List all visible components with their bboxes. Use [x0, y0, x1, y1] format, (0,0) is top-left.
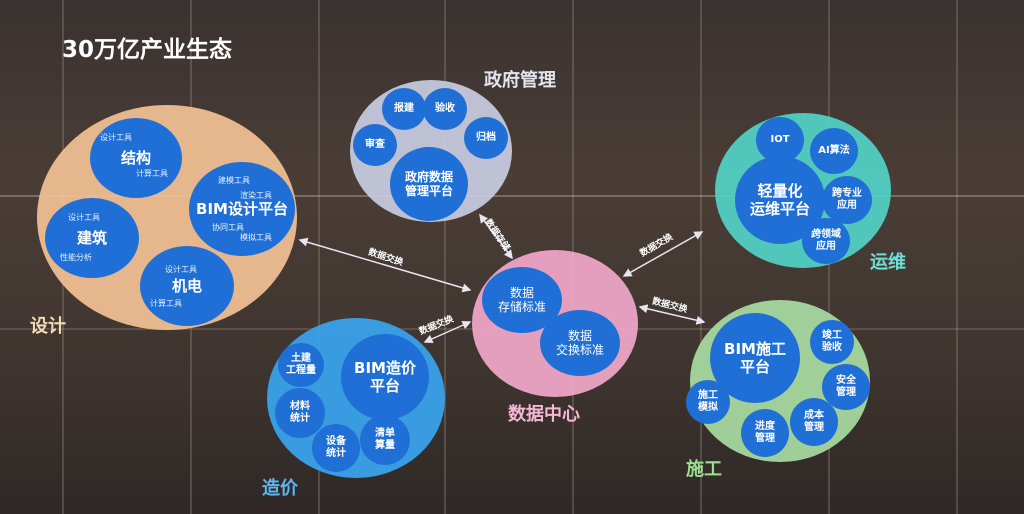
node-label: 机电 [171, 277, 202, 295]
cluster-label-cost: 造价 [262, 478, 298, 499]
node-gov[interactable]: 验收 [423, 88, 467, 130]
cluster-label-data-center: 数据中心 [508, 404, 580, 425]
node-ops[interactable]: AI算法 [810, 128, 858, 174]
node-label: 建筑 [76, 229, 107, 247]
node-cost[interactable]: 清单 算量 [360, 415, 410, 465]
node-ops[interactable]: IOT [756, 117, 804, 163]
cluster-label-construction: 施工 [686, 459, 722, 480]
node-label: BIM设计平台 [196, 200, 288, 218]
glass-frame [956, 0, 958, 514]
node-ops-platform[interactable]: 轻量化 运维平台 [735, 156, 825, 244]
node-construction[interactable]: 竣工 验收 [810, 320, 854, 364]
node-data-exchange-standard[interactable]: 数据 交换标准 [540, 310, 620, 376]
node-construction[interactable]: 安全 管理 [822, 364, 870, 410]
tool-label: 计算工具 [136, 169, 168, 178]
node-bim-design-platform[interactable]: BIM设计平台 [189, 162, 295, 256]
node-construction[interactable]: 成本 管理 [790, 398, 838, 446]
tool-label: 设计工具 [100, 133, 132, 142]
node-mep[interactable]: 机电 [140, 246, 234, 326]
node-bim-construction-platform[interactable]: BIM施工 平台 [710, 313, 800, 403]
glass-frame [0, 195, 1024, 197]
tool-label: 设计工具 [68, 213, 100, 222]
node-structure[interactable]: 结构 [90, 118, 182, 198]
cluster-label-government: 政府管理 [484, 70, 556, 91]
tool-label: 协同工具 [212, 223, 244, 232]
tool-label: 建模工具 [218, 176, 250, 185]
node-ops[interactable]: 跨专业 应用 [822, 176, 872, 224]
arrow-cost-data [423, 320, 472, 344]
node-architecture[interactable]: 建筑 [45, 198, 139, 278]
tool-label: 计算工具 [150, 299, 182, 308]
node-gov[interactable]: 归档 [464, 117, 508, 159]
node-gov-data-platform[interactable]: 政府数据 管理平台 [390, 147, 468, 221]
arrow-ops-data [622, 231, 704, 277]
tool-label: 渲染工具 [240, 191, 272, 200]
page-title: 30万亿产业生态 [62, 37, 233, 63]
node-label: 结构 [120, 149, 151, 167]
node-cost[interactable]: 材料 统计 [275, 388, 325, 438]
node-gov[interactable]: 审查 [353, 124, 397, 166]
node-data-storage-standard[interactable]: 数据 存储标准 [482, 267, 562, 333]
cluster-label-operations: 运维 [870, 252, 906, 273]
arrow-gov-data [479, 213, 513, 260]
node-cost[interactable]: 土建 工程量 [278, 343, 324, 387]
tool-label: 设计工具 [165, 265, 197, 274]
cluster-label-design: 设计 [30, 316, 66, 337]
node-bim-cost-platform[interactable]: BIM造价 平台 [341, 334, 429, 420]
node-gov[interactable]: 报建 [382, 88, 426, 130]
arrow-design-data [298, 237, 472, 293]
node-construction[interactable]: 进度 管理 [741, 409, 789, 457]
tool-label: 模拟工具 [240, 233, 272, 242]
arrow-construction-data [638, 304, 706, 325]
node-cost[interactable]: 设备 统计 [312, 424, 360, 472]
tool-label: 性能分析 [60, 253, 92, 262]
